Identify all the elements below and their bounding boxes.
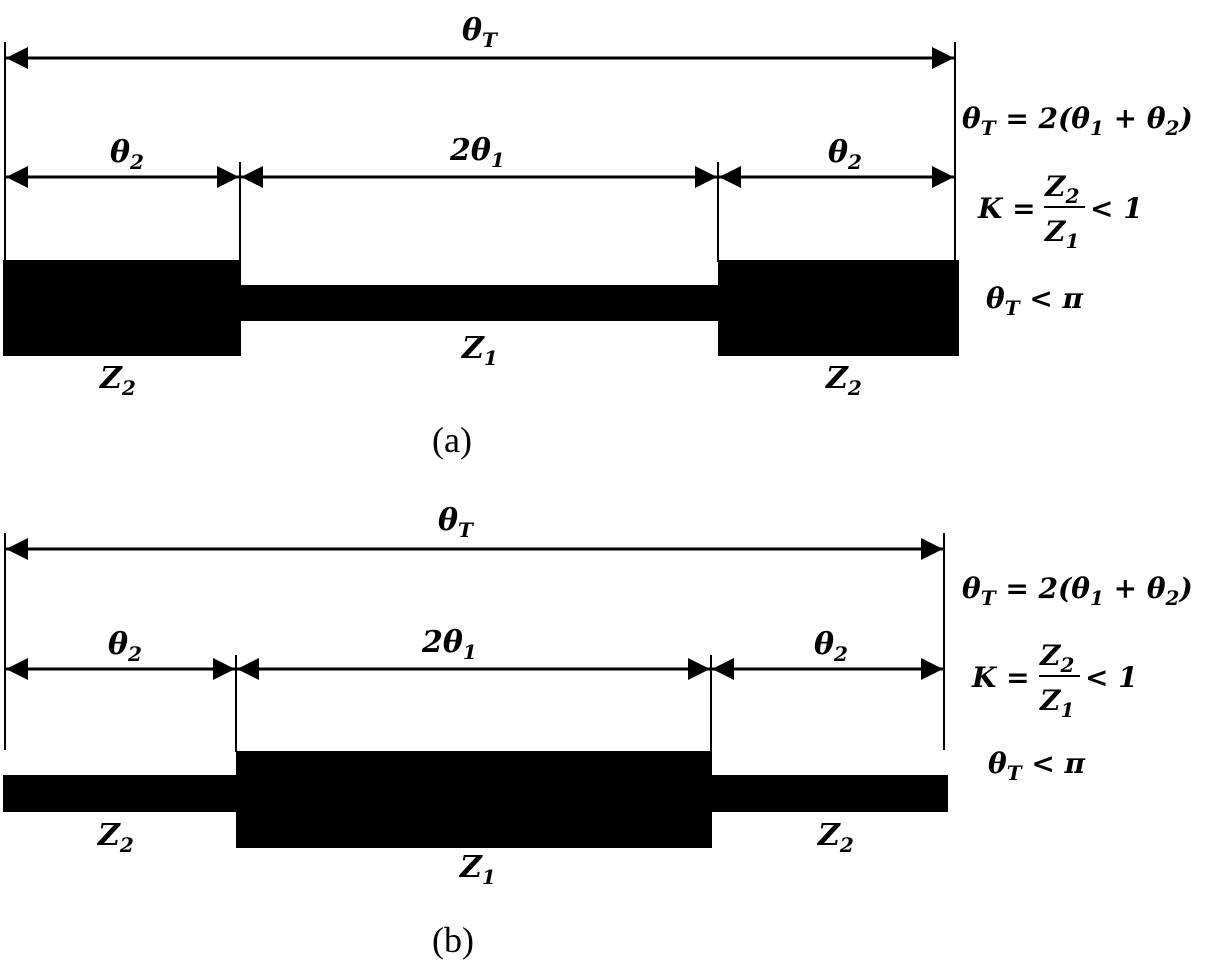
impedance-label-middle: Z1 xyxy=(459,850,496,889)
impedance-label-right: Z2 xyxy=(817,818,854,857)
impedance-label-right: Z2 xyxy=(825,361,862,400)
caption-b: (b) xyxy=(432,920,474,960)
section-z1-middle xyxy=(236,751,712,848)
equation-total-length: θT = 2(θ1 + θ2) xyxy=(962,572,1193,610)
equation-impedance-ratio: K = Z2 Z1 < 1 xyxy=(977,170,1143,253)
total-dimension-label: θT xyxy=(462,13,499,52)
impedance-label-left: Z2 xyxy=(99,361,136,400)
side-dimension-label-left: θ2 xyxy=(108,627,142,666)
equation-length-limit: θT < π xyxy=(986,282,1084,320)
total-dimension-label: θT xyxy=(438,503,475,542)
caption-a: (a) xyxy=(432,420,472,460)
impedance-label-middle: Z1 xyxy=(461,331,498,370)
svg-text:Z1: Z1 xyxy=(1039,684,1074,722)
section-z2-right xyxy=(711,775,948,812)
equation-impedance-ratio: K = Z2 Z1 < 1 xyxy=(971,639,1138,722)
section-z2-right xyxy=(718,260,959,356)
impedance-label-left: Z2 xyxy=(97,818,134,857)
section-z1-middle xyxy=(240,285,719,321)
svg-text:Z2: Z2 xyxy=(1044,170,1079,208)
middle-dimension-label: 2θ1 xyxy=(421,625,477,664)
section-z2-left xyxy=(3,260,241,356)
equation-length-limit: θT < π xyxy=(988,747,1086,785)
side-dimension-label-left: θ2 xyxy=(110,135,144,174)
svg-text:< 1: < 1 xyxy=(1085,661,1138,694)
svg-text:K =: K = xyxy=(977,192,1036,225)
equation-total-length: θT = 2(θ1 + θ2) xyxy=(962,102,1193,140)
figure-a: θT θ2 2θ1 θ2 Z2 Z1 Z2 θT = 2(θ1 + θ2) K … xyxy=(3,13,1193,460)
svg-text:Z2: Z2 xyxy=(1039,639,1074,677)
section-z2-left xyxy=(3,775,237,812)
middle-dimension-label: 2θ1 xyxy=(449,133,505,172)
svg-text:K =: K = xyxy=(971,661,1030,694)
figure-b: θT θ2 2θ1 θ2 Z2 Z1 Z2 θT = 2(θ1 + θ2) K … xyxy=(3,503,1193,960)
side-dimension-label-right: θ2 xyxy=(814,627,848,666)
side-dimension-label-right: θ2 xyxy=(828,135,862,174)
svg-text:< 1: < 1 xyxy=(1090,192,1143,225)
svg-text:Z1: Z1 xyxy=(1044,215,1079,253)
